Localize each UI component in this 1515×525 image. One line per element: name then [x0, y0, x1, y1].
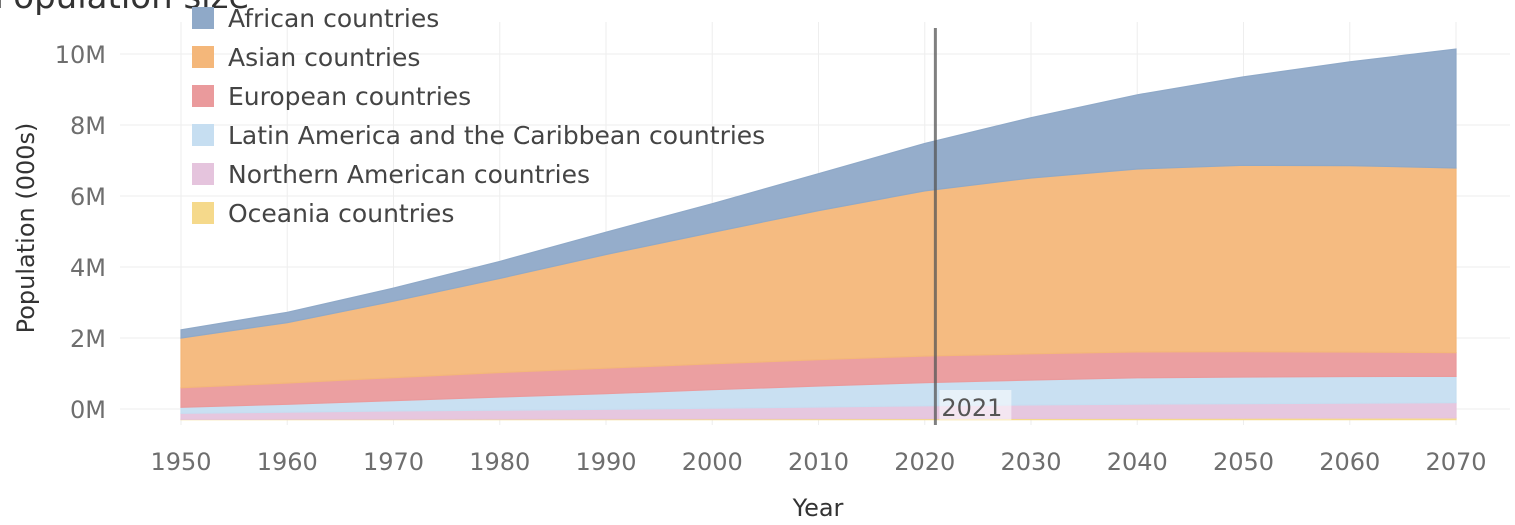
legend-swatch: [192, 85, 214, 107]
x-axis-label: Year: [792, 494, 844, 522]
x-tick-label: 2020: [894, 448, 955, 476]
legend-label: Northern American countries: [228, 160, 590, 189]
legend-swatch: [192, 124, 214, 146]
x-tick-label: 2000: [682, 448, 743, 476]
year-marker-label-bg: [939, 390, 1012, 420]
x-tick-label: 2040: [1107, 448, 1168, 476]
x-tick-label: 2070: [1425, 448, 1486, 476]
x-axis-ticks: 1950 1960 1970 1980 1990 2000 2010 2020 2030 2040…: [150, 448, 1486, 476]
legend-label: Asian countries: [228, 43, 420, 72]
x-tick-label: 2010: [788, 448, 849, 476]
x-tick-label: 1990: [575, 448, 636, 476]
year-marker-label: 2021: [941, 394, 1002, 422]
x-tick-label: 1970: [363, 448, 424, 476]
legend-label: African countries: [228, 4, 439, 33]
legend-label: Latin America and the Caribbean countrie…: [228, 121, 765, 150]
legend-label: European countries: [228, 82, 471, 111]
y-tick-label: 2M: [70, 325, 106, 353]
y-tick-label: 8M: [70, 112, 106, 140]
area-series: [180, 48, 1457, 421]
y-tick-label: 10M: [55, 41, 106, 69]
area-african-countries: [180, 48, 1457, 339]
chart-title: Population size: [0, 0, 249, 17]
legend-swatch: [192, 202, 214, 224]
y-tick-label: 6M: [70, 183, 106, 211]
x-tick-label: 1950: [150, 448, 211, 476]
y-axis-ticks: 0M 2M 4M 6M 8M 10M: [55, 41, 106, 424]
y-tick-label: 4M: [70, 254, 106, 282]
x-tick-label: 1980: [469, 448, 530, 476]
y-axis-label: Population (000s): [12, 123, 40, 334]
x-tick-label: 2030: [1000, 448, 1061, 476]
x-tick-label: 2060: [1319, 448, 1380, 476]
x-tick-label: 1960: [257, 448, 318, 476]
legend-swatch: [192, 163, 214, 185]
legend-swatch: [192, 46, 214, 68]
year-marker: 2021: [933, 28, 1012, 425]
x-tick-label: 2050: [1213, 448, 1274, 476]
y-tick-label: 0M: [70, 396, 106, 424]
legend-label: Oceania countries: [228, 199, 454, 228]
legend-swatch: [192, 7, 214, 29]
